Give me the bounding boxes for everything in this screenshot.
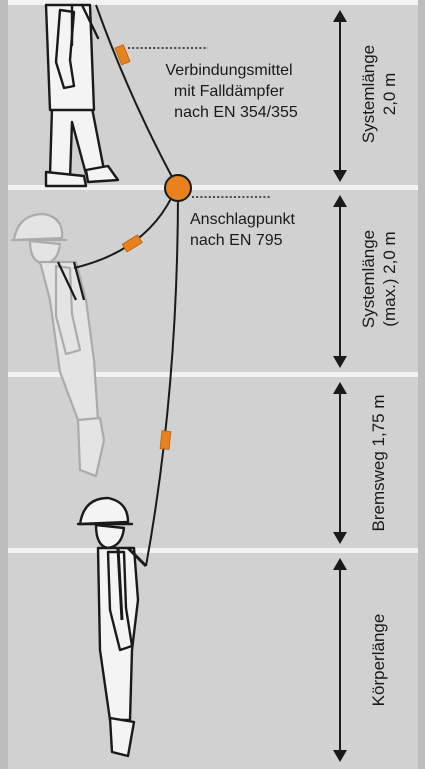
systemlaenge-1-line1: Systemlänge <box>359 45 378 143</box>
dimension-arrow-koerperlaenge <box>333 558 347 762</box>
left-frame <box>0 0 8 769</box>
dimension-arrow-systemlaenge-1 <box>333 10 347 182</box>
systemlaenge-2-line2: (max.) 2,0 m <box>380 231 399 326</box>
bremsweg-label: Bremsweg 1,75 m <box>369 395 388 532</box>
band-label-bremsweg: Bremsweg 1,75 m <box>369 395 388 532</box>
anchor-level-line <box>8 185 418 190</box>
systemlaenge-1-line2: 2,0 m <box>380 73 399 116</box>
absorber-icon <box>121 234 143 253</box>
standing-worker-icon <box>44 3 120 188</box>
anchor-callout-line1: Anschlagpunkt <box>190 211 296 228</box>
koerperlaenge-label: Körperlänge <box>369 614 388 707</box>
anchor-callout-line2: nach EN 795 <box>190 232 283 249</box>
band-label-systemlaenge-1: Systemlänge 2,0 m <box>359 45 399 143</box>
top-level-line <box>8 0 418 5</box>
lanyard-top <box>95 4 179 189</box>
lanyard-callout-line1: Verbindungsmittel <box>165 62 292 79</box>
suspended-worker-harness <box>116 546 148 621</box>
falling-worker-icon <box>10 212 106 478</box>
dimension-arrow-systemlaenge-2 <box>333 195 347 368</box>
absorber-icon <box>159 430 172 450</box>
absorber-icon <box>114 44 131 66</box>
right-frame <box>418 0 425 769</box>
anchor-point-icon <box>164 174 192 202</box>
fall-level-line <box>8 372 418 377</box>
braking-level-line <box>8 548 418 553</box>
band-label-systemlaenge-2: Systemlänge (max.) 2,0 m <box>359 230 399 328</box>
systemlaenge-2-line1: Systemlänge <box>359 230 378 328</box>
lanyard-suspended <box>145 189 179 567</box>
lanyard-callout-line2: mit Falldämpfer <box>174 83 285 100</box>
lanyard-falling <box>73 187 177 269</box>
dimension-arrow-bremsweg <box>333 382 347 544</box>
lanyard-callout-line3: nach EN 354/355 <box>174 104 298 121</box>
suspended-worker-icon <box>76 496 140 758</box>
band-label-koerperlaenge: Körperlänge <box>369 614 388 707</box>
